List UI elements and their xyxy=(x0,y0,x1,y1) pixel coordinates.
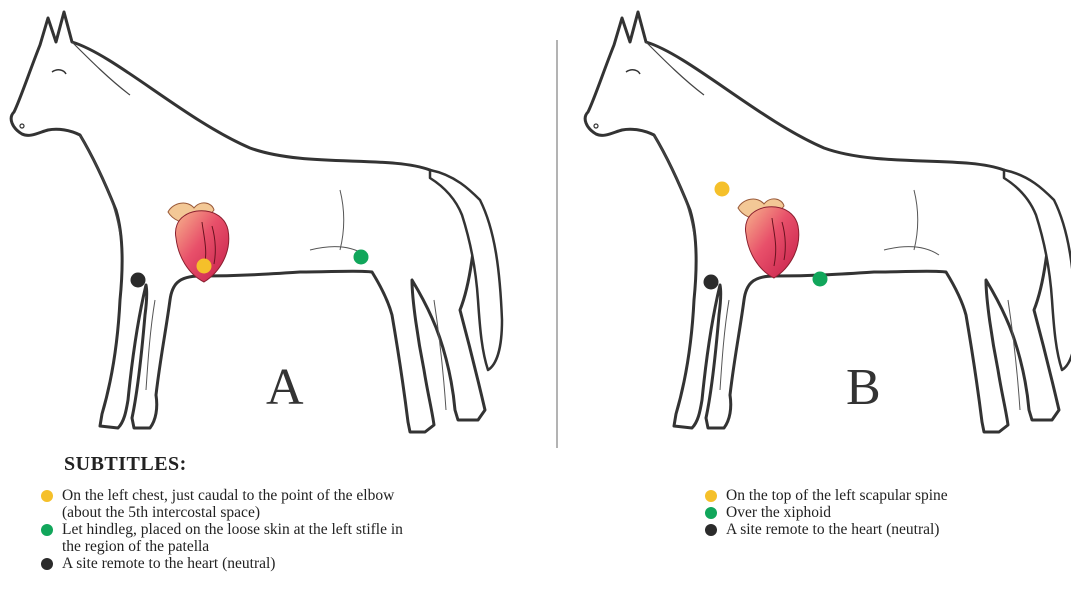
legend-a-item-text: the region of the patella xyxy=(62,538,209,555)
black-dot-icon xyxy=(705,524,717,536)
legend-b-item-text: A site remote to the heart (neutral) xyxy=(726,521,939,538)
panel-label-b: B xyxy=(846,362,881,414)
legend-a-item-green: Let hindleg, placed on the loose skin at… xyxy=(40,521,510,555)
legend-a-item-text: On the left chest, just caudal to the po… xyxy=(62,487,394,504)
legend-a-item-text: A site remote to the heart (neutral) xyxy=(62,555,275,572)
legend-b-item-text: Over the xiphoid xyxy=(726,504,831,521)
electrode-dot-green-a xyxy=(354,250,369,265)
electrode-dot-yellow-a xyxy=(197,259,212,274)
green-dot-icon xyxy=(705,507,717,519)
legend-a-item-text: (about the 5th intercostal space) xyxy=(62,504,260,521)
horse-outline-b xyxy=(585,12,1071,432)
legend-a-item-yellow: On the left chest, just caudal to the po… xyxy=(40,487,510,521)
legend-b-item-green: Over the xiphoid xyxy=(704,504,1044,521)
legend-a-item-text: Let hindleg, placed on the loose skin at… xyxy=(62,521,403,538)
subtitles-heading: SUBTITLES: xyxy=(64,453,187,476)
legend-b-item-yellow: On the top of the left scapular spine xyxy=(704,487,1044,504)
legend-b: On the top of the left scapular spine Ov… xyxy=(704,487,1044,538)
electrode-dot-black-b xyxy=(704,275,719,290)
black-dot-icon xyxy=(41,558,53,570)
electrode-dot-green-b xyxy=(813,272,828,287)
yellow-dot-icon xyxy=(705,490,717,502)
legend-a: On the left chest, just caudal to the po… xyxy=(40,487,510,572)
legend-b-item-black: A site remote to the heart (neutral) xyxy=(704,521,1044,538)
legend-a-item-black: A site remote to the heart (neutral) xyxy=(40,555,510,572)
electrode-dot-black-a xyxy=(131,273,146,288)
yellow-dot-icon xyxy=(41,490,53,502)
horse-outline-a xyxy=(11,12,502,432)
electrode-dot-yellow-b xyxy=(715,182,730,197)
green-dot-icon xyxy=(41,524,53,536)
legend-b-item-text: On the top of the left scapular spine xyxy=(726,487,948,504)
panel-label-a: A xyxy=(266,362,304,414)
